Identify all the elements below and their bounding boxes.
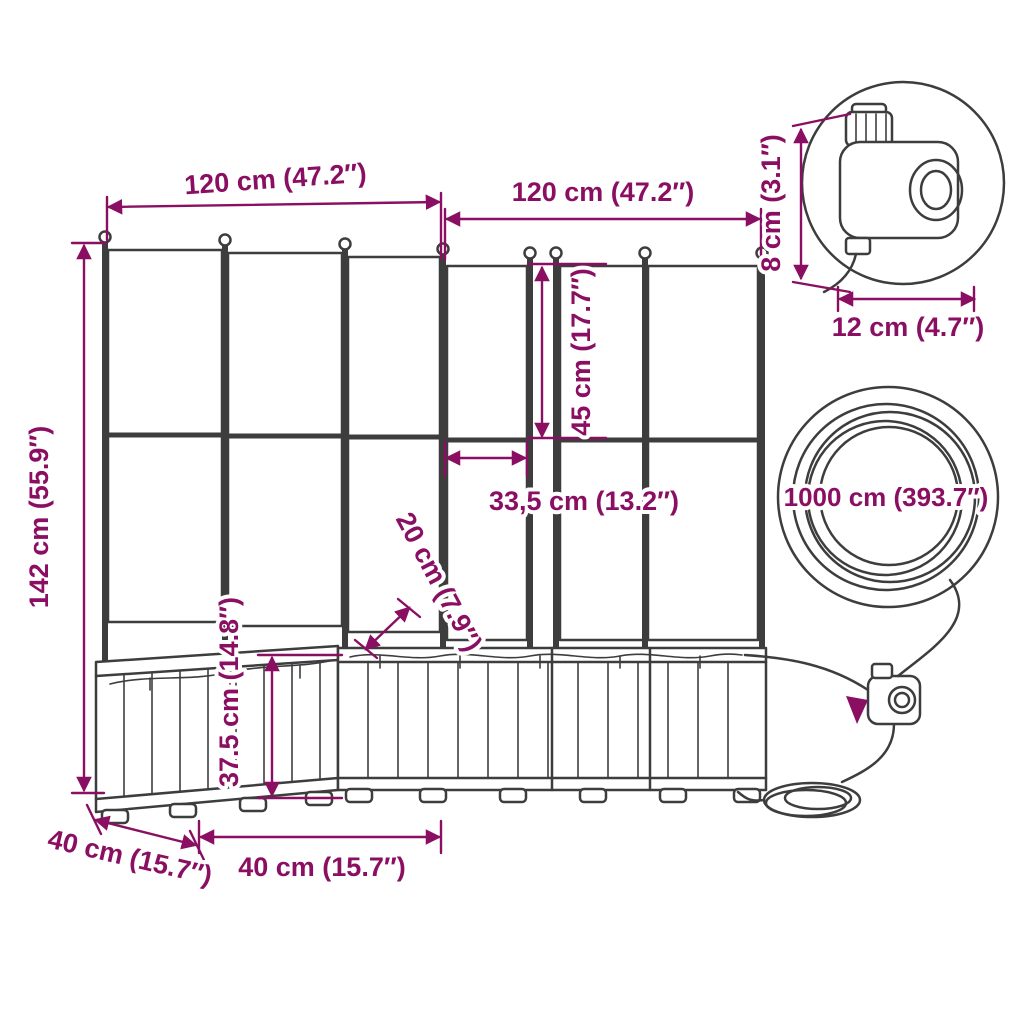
planter-slats-front	[367, 661, 729, 779]
dimension-trellis-height	[526, 262, 608, 440]
planter-boxes	[94, 644, 768, 825]
irrigation-tubing	[109, 653, 922, 819]
dimension-depth-left	[85, 803, 206, 862]
dimension-depth-front	[197, 819, 443, 855]
dimension-label-inner-width: 33,5 cm (13.2″)	[489, 486, 679, 516]
inset-circle	[776, 385, 1000, 609]
dimension-label-width-left: 120 cm (47.2″)	[183, 158, 367, 201]
dimension-lines	[70, 112, 977, 862]
planter-foot	[732, 787, 762, 804]
water-timer-device	[866, 662, 922, 726]
planter-foot	[498, 787, 528, 804]
trellis-panel	[646, 264, 760, 642]
trellis-panel	[226, 251, 344, 628]
dimension-label-depth-left: 40 cm (15.7″)	[45, 824, 215, 891]
hose-inset	[776, 385, 1000, 678]
planter-slats-left	[123, 660, 321, 798]
attachment-arrow-icon	[846, 696, 868, 724]
planter-foot	[238, 796, 268, 813]
trellis-panel	[445, 264, 529, 642]
trellis-mid-rails	[105, 432, 761, 443]
planter-foot	[100, 808, 130, 825]
dimension-label-width-right: 120 cm (47.2″)	[512, 177, 695, 207]
planter-foot	[418, 787, 448, 804]
dimension-planter-height	[256, 653, 344, 800]
hose-from-timer	[840, 722, 896, 784]
dimension-label-depth-front: 40 cm (15.7″)	[238, 852, 406, 882]
dimension-label-trellis-height: 45 cm (17.7″)	[566, 268, 596, 436]
drip-emitters	[149, 655, 701, 691]
planter-foot	[344, 787, 374, 804]
post-finials	[98, 230, 769, 260]
dimension-label-planter-height: 37.5 cm (14.8″)	[214, 597, 244, 787]
dimension-timer-width	[836, 285, 977, 313]
dimension-timer-height	[791, 112, 852, 294]
planter-foot	[168, 802, 198, 819]
dimension-width-left	[105, 191, 443, 260]
dimension-label-total-height: 142 cm (55.9″)	[24, 426, 54, 609]
hose-coil-illustration	[791, 402, 981, 678]
timer-inset	[800, 80, 1006, 294]
dimension-total-height	[70, 241, 108, 795]
water-timer-illustration	[822, 102, 964, 294]
planter-foot	[658, 787, 688, 804]
hose-ground-coil	[736, 781, 862, 819]
hose-to-planter	[743, 653, 870, 692]
dimension-inner-width	[443, 440, 529, 478]
dimension-label-timer-width: 12 cm (4.7″)	[832, 312, 985, 342]
dimension-label-timer-height: 8 cm (3.1″)	[756, 134, 786, 272]
planter-foot	[578, 787, 608, 804]
trellis-posts	[98, 230, 769, 703]
dimension-width-right	[443, 207, 763, 262]
dimension-label-hose-length: 1000 cm (393.7″)	[784, 482, 989, 512]
dimension-inner-depth	[353, 597, 422, 660]
drip-line-front	[349, 653, 743, 659]
